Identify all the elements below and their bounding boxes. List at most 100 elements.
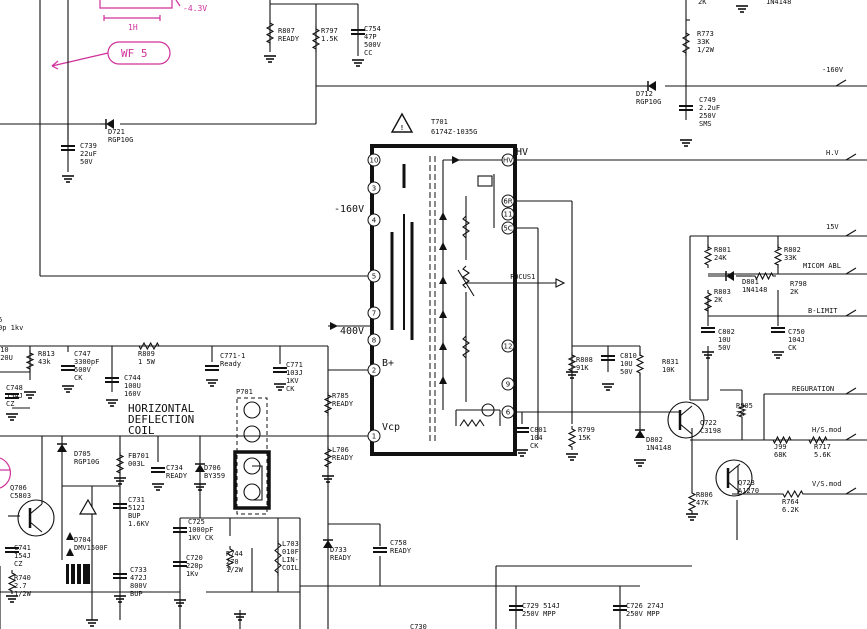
label-c744: C744: [124, 374, 141, 382]
label-fb701: FB701: [128, 452, 149, 460]
label-r802: R802: [784, 246, 801, 254]
label-c750: C750: [788, 328, 805, 336]
waveform-label: WF 5: [121, 47, 148, 60]
label-d705: RGP10G: [74, 458, 99, 466]
label-c744: 100U: [124, 382, 141, 390]
label-r807: R807: [278, 27, 295, 35]
label-r797: 1.5K: [321, 35, 339, 43]
label-d801: 1N4148: [742, 286, 767, 294]
label-r801: 24K: [714, 254, 727, 262]
label-r808: R808: [576, 356, 593, 364]
pin-left-label: 1: [372, 433, 376, 441]
pin-right-label: 5C: [503, 225, 512, 233]
label-d704: DMV1500F: [74, 544, 108, 552]
label-d733: READY: [330, 554, 352, 562]
waveform-period: 1H: [128, 23, 138, 32]
net-regulation: REGURATION: [792, 385, 834, 393]
label-d802: D802: [646, 436, 663, 444]
warning-icon: [390, 112, 414, 133]
label-c739: C739: [80, 142, 97, 150]
label-bottom-cut: C730: [410, 623, 427, 629]
label-c771-1: C771-1: [220, 352, 245, 360]
pin-left-label: 2: [372, 367, 376, 375]
label-l703: L703: [282, 540, 299, 548]
hdc-line-3: COIL: [128, 424, 155, 437]
pin-right-12: [501, 339, 515, 353]
label-r813: 43k: [38, 358, 51, 366]
label-r831: R831: [662, 358, 679, 366]
pin-right-label: 12: [504, 343, 513, 351]
d704-heatsink: [66, 532, 90, 584]
label-c810: 10U: [620, 360, 633, 368]
label-c754: CC: [364, 49, 372, 57]
net-vs-mod: V/S.mod: [812, 480, 842, 488]
label-c726: C726 274J: [626, 602, 664, 610]
label-l703: LIN-: [282, 556, 299, 564]
label-d706: D706: [204, 464, 221, 472]
pin-left-label: 4: [372, 217, 377, 225]
label-c731: 1.6KV: [128, 520, 150, 528]
label-edge-left2: 710: [0, 346, 9, 354]
label-r799: 15K: [578, 434, 591, 442]
label-c749: 2.2uF: [699, 104, 720, 112]
pin-right-6R: [501, 194, 515, 208]
label-c749: SMS: [699, 120, 712, 128]
label-c733: BUP: [130, 590, 143, 598]
label-r773: R773: [697, 30, 714, 38]
label-fb701: 003L: [128, 460, 145, 468]
label-c731: BUP: [128, 512, 141, 520]
pin-left-label: 7: [372, 310, 376, 318]
label-c748: C748: [6, 384, 23, 392]
hdc-line-1: HORIZONTAL: [128, 402, 195, 415]
label-r785: READY: [332, 400, 354, 408]
label-c747: 500V: [74, 366, 92, 374]
label-l706: READY: [332, 454, 354, 462]
label-c741: 154J: [14, 552, 31, 560]
label-q722: Q722: [700, 419, 717, 427]
label-c741: C741: [14, 544, 31, 552]
transformer-right-pins: HV 6R 11 5C 12 9 6: [501, 153, 515, 419]
label-c758: READY: [390, 547, 412, 555]
label-r809: 1 5W: [138, 358, 156, 366]
net-minus160: -160V: [822, 66, 844, 74]
label-r797: R797: [321, 27, 338, 35]
focus-label: FOCUS1: [510, 273, 535, 281]
svg-text:!: !: [400, 124, 404, 132]
label-d733: D733: [330, 546, 347, 554]
label-l706: L706: [332, 446, 349, 454]
pin-right-label: 6R: [503, 198, 512, 206]
label-edge-left2: L20U: [0, 354, 13, 362]
label-r803: 2K: [714, 296, 723, 304]
label-q706: Q706: [10, 484, 27, 492]
pin-right-label: 11: [504, 211, 513, 219]
label-c771-1: Ready: [220, 360, 241, 368]
component-glyphs: [5, 20, 830, 611]
pin-right-label: 6: [506, 409, 511, 417]
label-d704: D704: [74, 536, 91, 544]
label-c725: 1000pF: [188, 526, 213, 534]
label-c733: 472J: [130, 574, 147, 582]
label-r801: R801: [714, 246, 731, 254]
pin-right-11: [501, 207, 515, 221]
pin-right-label: 9: [506, 381, 510, 389]
pin-left-2: [367, 363, 381, 377]
label-r809: R809: [138, 350, 155, 358]
label-c739: 22uF: [80, 150, 97, 158]
label-j99: 68K: [774, 451, 787, 459]
net-b-limit: B-LIMIT: [808, 307, 838, 315]
label-c771: C771: [286, 361, 303, 369]
pin-right-label: HV: [503, 157, 513, 165]
label-c731: C731: [128, 496, 145, 504]
label-r785: R785: [332, 392, 349, 400]
pin-left-label: 5: [372, 273, 376, 281]
label-q723: Q723: [738, 479, 755, 487]
label-c810: 50V: [620, 368, 633, 376]
label-c734: C734: [166, 464, 183, 472]
transformer-outline: [370, 144, 517, 456]
label-c725: C725: [188, 518, 205, 526]
tap-minus160: -160V: [334, 204, 364, 215]
transistor-q706: [17, 436, 55, 537]
label-r808: 91K: [576, 364, 589, 372]
pin-left-4: [367, 213, 381, 227]
